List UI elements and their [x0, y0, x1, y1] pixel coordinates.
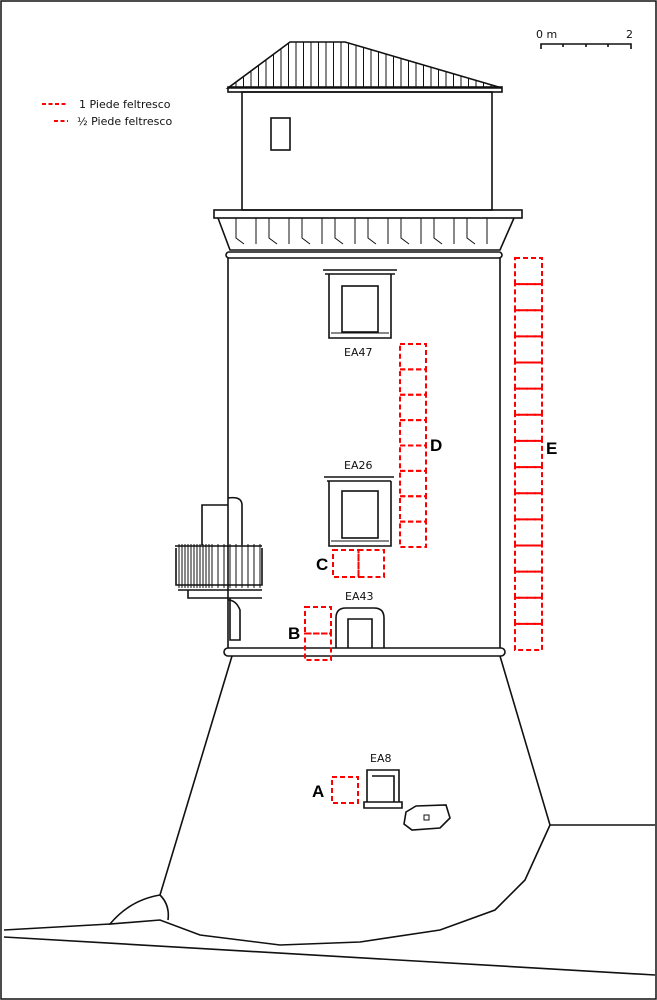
grid-cell	[514, 596, 543, 625]
legend: 1 Piede feltresco ½ Piede feltresco	[42, 98, 172, 128]
grid-cell	[304, 632, 332, 661]
grid-cell	[514, 492, 543, 521]
grid-cell	[514, 335, 543, 364]
grid-cell	[514, 466, 543, 495]
grid-cell	[514, 622, 543, 651]
grid-cell	[514, 283, 543, 312]
tower-body	[227, 258, 501, 648]
legend-label-1: 1 Piede feltresco	[79, 98, 171, 111]
label-ea43: EA43	[345, 590, 373, 603]
window-ea26: EA26	[324, 459, 394, 547]
grid-cell	[331, 776, 359, 804]
roof	[225, 41, 503, 93]
grid-cell	[304, 606, 332, 635]
balcony	[175, 496, 263, 641]
grid-cell	[514, 439, 543, 469]
grid-cell	[514, 309, 543, 338]
grid-cell	[399, 520, 427, 548]
scale-end-label: 2	[626, 28, 633, 41]
top-band	[225, 251, 503, 259]
grid-c	[332, 549, 385, 578]
grid-cell	[514, 544, 543, 573]
upper-window	[270, 117, 291, 151]
grid-label-d: D	[430, 436, 442, 455]
grid-cell	[514, 257, 543, 286]
grid-cell	[514, 570, 543, 599]
grid-cell	[514, 413, 543, 442]
tower-base	[3, 655, 656, 976]
grid-label-b: B	[288, 624, 300, 643]
window-ea47: EA47	[323, 269, 397, 359]
grid-label-e: E	[546, 439, 557, 458]
grid-cell	[514, 518, 543, 547]
grid-cell	[399, 444, 427, 472]
cornice	[213, 209, 523, 251]
scale-bar: 0 m 2	[536, 28, 633, 49]
measurement-grids	[304, 257, 543, 804]
upper-house	[241, 91, 493, 211]
label-ea8: EA8	[370, 752, 391, 765]
grid-cell	[399, 393, 427, 422]
element-ea8: EA8	[363, 752, 451, 831]
grid-b	[304, 606, 332, 661]
grid-cell	[399, 368, 427, 396]
scale-start-label: 0 m	[536, 28, 557, 41]
grid-cell	[514, 361, 543, 390]
grid-e	[514, 257, 543, 651]
grid-cell	[357, 549, 385, 578]
grid-label-a: A	[312, 782, 324, 801]
label-ea47: EA47	[344, 346, 372, 359]
grid-cell	[399, 495, 427, 523]
grid-cell	[399, 343, 427, 371]
legend-label-2: ½ Piede feltresco	[77, 115, 172, 128]
base-band	[223, 647, 506, 657]
label-ea26: EA26	[344, 459, 372, 472]
grid-cell	[399, 469, 427, 498]
grid-cell	[332, 549, 360, 578]
grid-label-c: C	[316, 555, 328, 574]
door-ea43: EA43	[335, 590, 385, 648]
grid-cell	[399, 419, 427, 447]
grid-a	[331, 776, 359, 804]
grid-d	[399, 343, 427, 548]
grid-cell	[514, 387, 543, 416]
